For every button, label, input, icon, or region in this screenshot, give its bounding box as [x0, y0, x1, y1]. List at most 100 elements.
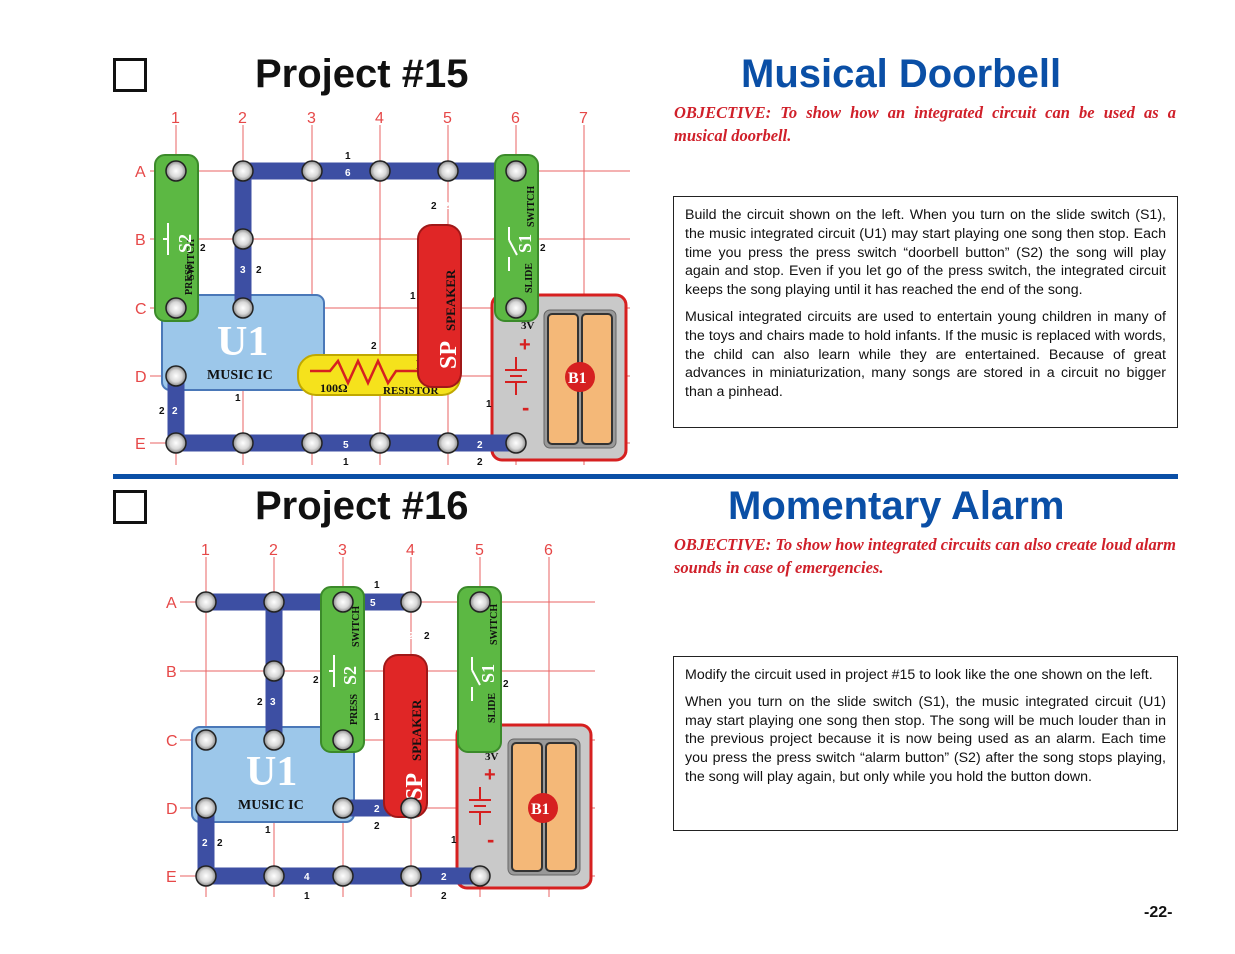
svg-text:5: 5 [343, 440, 349, 451]
col-label: 3 [338, 542, 347, 559]
svg-text:1: 1 [410, 291, 416, 302]
s1-type: SWITCH [489, 604, 500, 645]
project16-checkbox[interactable] [113, 490, 147, 524]
row-label: A [166, 595, 177, 612]
battery-b1: B1 3V + - [455, 723, 593, 890]
s1-label: S1 [478, 664, 498, 683]
col-label: 6 [511, 110, 520, 127]
col-label: 4 [375, 110, 384, 127]
s2-label: S2 [175, 234, 195, 253]
ic-u1: U1 MUSIC IC [161, 294, 325, 391]
col-label: 3 [307, 110, 316, 127]
row-label: B [135, 232, 146, 249]
svg-text:1: 1 [374, 712, 380, 723]
battery-plus: + [519, 334, 531, 356]
press-switch-s2: SWITCH S2 PRESS [154, 154, 199, 322]
svg-text:2: 2 [257, 697, 263, 708]
slide-switch-s1: SWITCH S1 SLIDE [457, 586, 502, 753]
svg-text:4: 4 [304, 872, 310, 883]
project15-paragraph-1: Build the circuit shown on the left. Whe… [685, 207, 1166, 299]
row-label: E [166, 869, 177, 886]
svg-text:1: 1 [486, 399, 492, 410]
s2-label: S2 [340, 666, 360, 685]
page-number: -22- [1144, 904, 1173, 921]
resistor-value: 100Ω [320, 381, 348, 395]
svg-text:1: 1 [374, 580, 380, 591]
svg-text:2: 2 [477, 457, 483, 468]
svg-text:2: 2 [477, 440, 483, 451]
ic-label: U1 [217, 319, 268, 365]
s1-sub: SLIDE [524, 263, 535, 293]
battery-label: B1 [568, 370, 587, 387]
row-label: C [135, 301, 147, 318]
svg-text:2: 2 [172, 406, 178, 417]
ic-sub: MUSIC IC [207, 368, 273, 383]
battery-plus: + [484, 764, 496, 786]
project15-instructions: Build the circuit shown on the left. Whe… [673, 196, 1178, 428]
svg-text:3: 3 [270, 697, 276, 708]
svg-text:6: 6 [345, 168, 351, 179]
project16-circuit-diagram: 1 2 3 4 5 6 A B C D E B1 3V + - U1 MUSIC… [166, 542, 595, 902]
svg-text:1: 1 [265, 825, 271, 836]
col-label: 4 [406, 542, 415, 559]
row-label: B [166, 664, 177, 681]
ic-label: U1 [246, 749, 297, 795]
section-divider [113, 474, 1178, 479]
svg-text:2: 2 [408, 631, 414, 642]
battery-voltage: 3V [521, 320, 535, 332]
project15-checkbox[interactable] [113, 58, 147, 92]
speaker-sub: SPEAKER [443, 269, 458, 331]
s2-sub: PRESS [184, 263, 195, 295]
row-label: C [166, 733, 178, 750]
battery-label: B1 [531, 801, 550, 818]
svg-text:1: 1 [235, 393, 241, 404]
project16-title: Project #16 [255, 484, 469, 528]
svg-text:1: 1 [343, 457, 349, 468]
s2-type: SWITCH [351, 606, 362, 647]
project16-objective: OBJECTIVE: To show how integrated circui… [674, 535, 1176, 577]
speaker-sp: SP SPEAKER [417, 224, 462, 388]
col-label: 2 [238, 110, 247, 127]
svg-text:2: 2 [159, 406, 165, 417]
project15-name: Musical Doorbell [741, 52, 1062, 96]
col-label: 5 [443, 110, 452, 127]
svg-text:2: 2 [374, 821, 380, 832]
project15-title: Project #15 [255, 52, 469, 96]
svg-text:1: 1 [345, 151, 351, 162]
svg-text:2: 2 [256, 265, 262, 276]
svg-text:2: 2 [441, 891, 447, 902]
svg-text:2: 2 [441, 872, 447, 883]
svg-text:2: 2 [444, 201, 450, 212]
svg-text:2: 2 [424, 631, 430, 642]
s1-sub: SLIDE [487, 693, 498, 723]
col-label: 2 [269, 542, 278, 559]
project15-circuit-diagram: 1 2 3 4 5 6 7 A B C D E B1 3V + - U1 MUS… [135, 110, 630, 468]
slide-switch-s1: SWITCH S1 SLIDE [494, 154, 539, 322]
ic-sub: MUSIC IC [238, 798, 304, 813]
press-switch-s2: SWITCH S2 PRESS [320, 586, 365, 753]
s2-type: SWITCH [186, 239, 197, 280]
row-label: A [135, 164, 146, 181]
project16-instructions: Modify the circuit used in project #15 t… [673, 656, 1178, 831]
svg-text:3: 3 [240, 265, 246, 276]
svg-text:2: 2 [371, 341, 377, 352]
speaker-label: SP [436, 341, 462, 369]
col-label: 7 [579, 110, 588, 127]
speaker-sub: SPEAKER [409, 699, 424, 761]
battery-voltage: 3V [485, 751, 499, 763]
project15-paragraph-2: Musical integrated circuits are used to … [685, 308, 1166, 401]
col-label: 1 [171, 110, 180, 127]
row-label: D [166, 801, 178, 818]
svg-text:5: 5 [370, 598, 376, 609]
project16-paragraph-1: Modify the circuit used in project #15 t… [685, 667, 1153, 683]
svg-text:2: 2 [200, 243, 206, 254]
svg-text:2: 2 [374, 804, 380, 815]
row-label: D [135, 369, 147, 386]
svg-text:1: 1 [451, 835, 457, 846]
battery-b1: B1 3V + - [490, 293, 628, 462]
svg-text:2: 2 [431, 201, 437, 212]
battery-minus: - [522, 395, 529, 420]
col-label: 5 [475, 542, 484, 559]
speaker-sp: SP SPEAKER [383, 654, 428, 818]
resistor-label: RESISTOR [383, 385, 439, 397]
